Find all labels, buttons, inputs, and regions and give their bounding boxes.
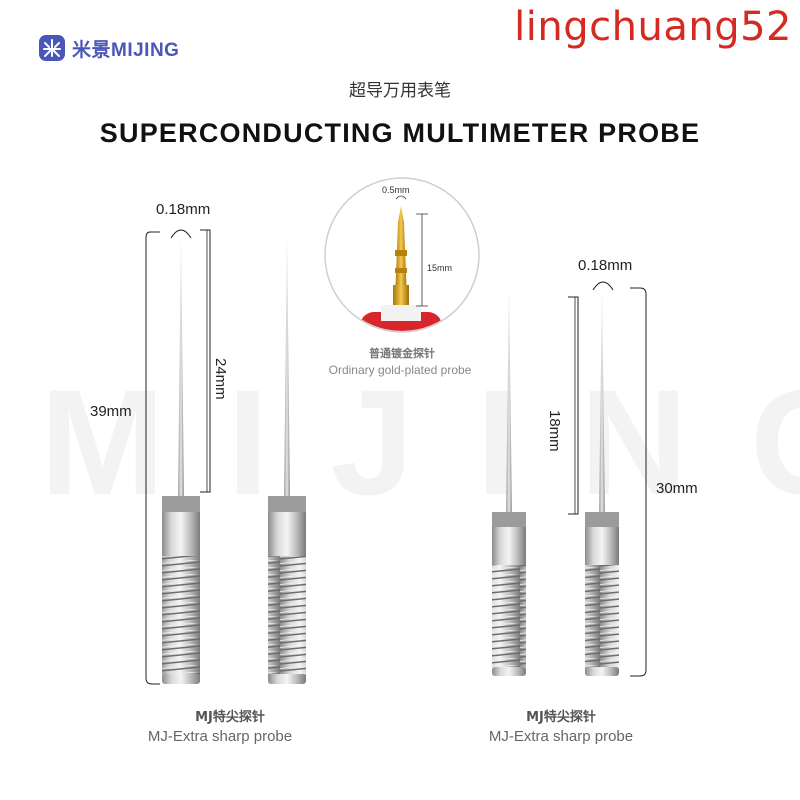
right-caption-en: MJ-Extra sharp probe [488, 728, 634, 745]
mijing-logo-mark-icon [39, 35, 65, 61]
brand-name: 米景MIJING [72, 39, 180, 61]
inset-needle-length-label: 15mm [427, 263, 453, 273]
left-caption-cn: MJ特尖探针 [195, 710, 265, 725]
inset-caption-en: Ordinary gold-plated probe [328, 363, 472, 377]
brand-logo: 米景MIJING [38, 34, 179, 62]
left-total-length-label: 39mm [90, 403, 132, 420]
right-probe-1 [492, 287, 526, 676]
inset-tip-width-label: 0.5mm [382, 185, 410, 195]
right-total-length-label: 30mm [656, 480, 698, 497]
left-probe-1 [162, 237, 200, 684]
left-dimension-lines [145, 229, 211, 685]
title-chinese: 超导万用表笔 [349, 81, 451, 101]
right-dimension-lines [568, 281, 647, 677]
background-watermark: MIJING [40, 358, 800, 526]
right-needle-length-label: 18mm [546, 410, 563, 452]
right-caption-cn: MJ特尖探针 [526, 710, 596, 725]
gold-probe-inset [324, 177, 480, 333]
inset-caption-cn: 普通镀金探针 [369, 347, 435, 360]
right-probe-2 [585, 290, 619, 676]
left-needle-length-label: 24mm [212, 358, 229, 400]
right-tip-width-label: 0.18mm [578, 257, 633, 274]
left-tip-width-label: 0.18mm [156, 201, 211, 218]
title-english: SUPERCONDUCTING MULTIMETER PROBE [99, 118, 701, 148]
store-watermark: lingchuang52 [514, 4, 792, 50]
left-caption-en: MJ-Extra sharp probe [147, 728, 293, 745]
left-probe-2 [268, 235, 306, 684]
